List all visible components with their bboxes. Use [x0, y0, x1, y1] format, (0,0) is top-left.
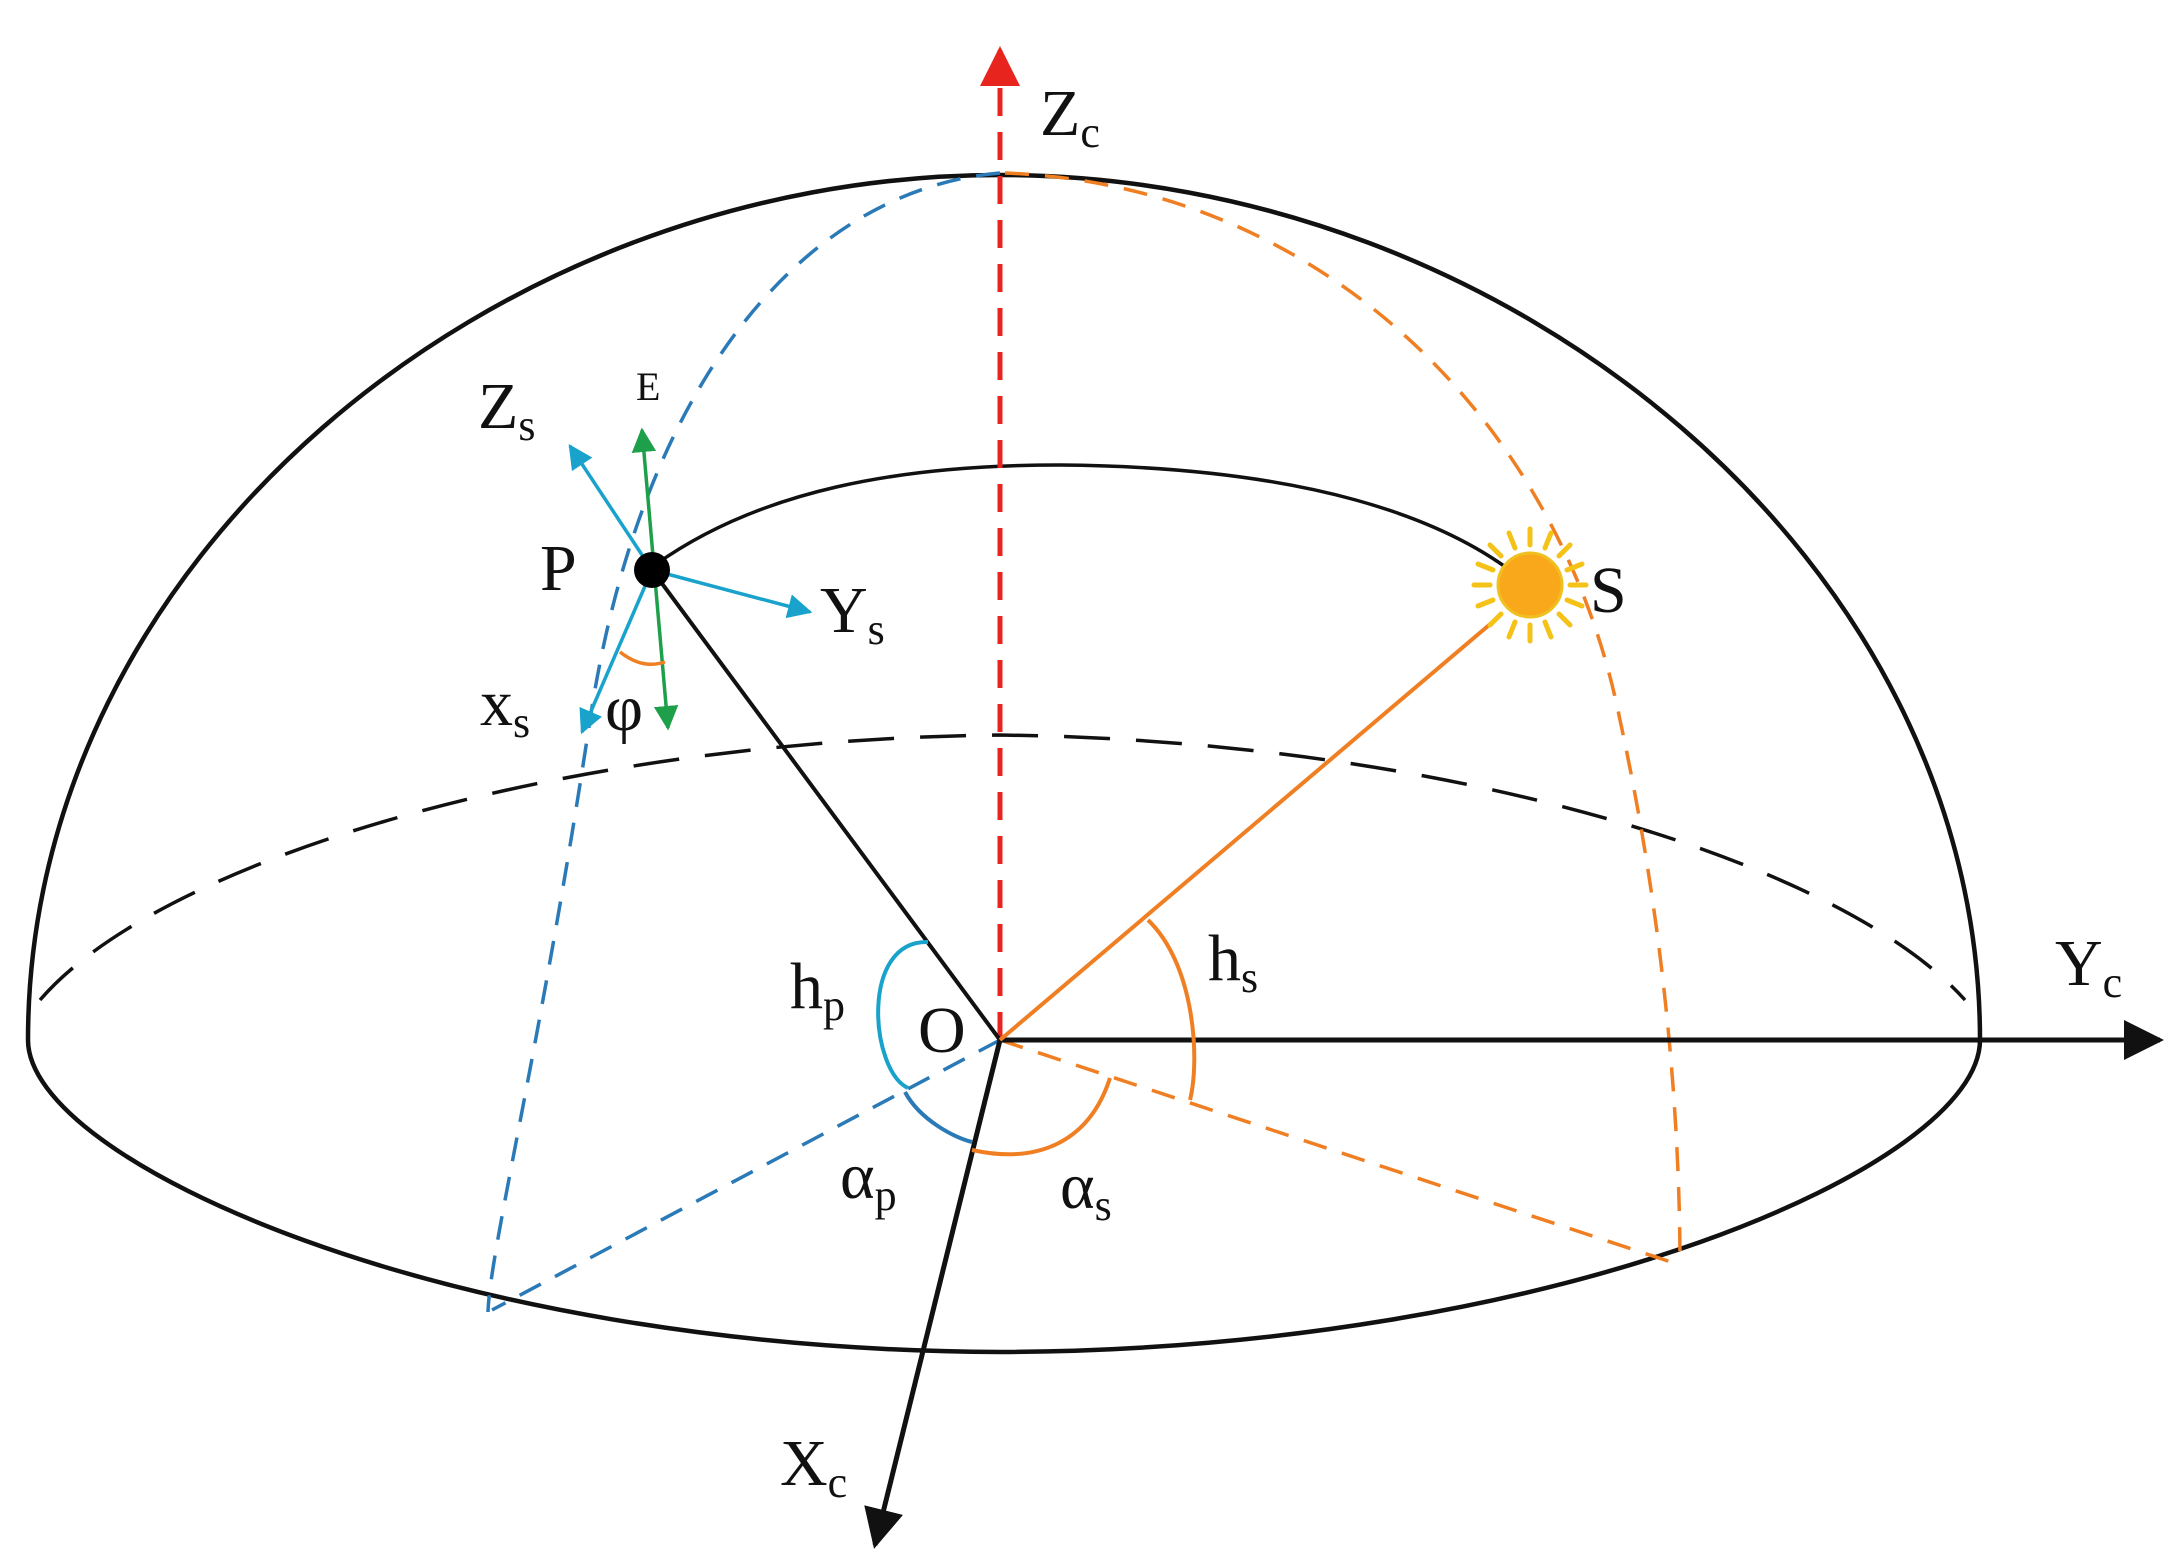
label-yc: Yc	[2055, 927, 2122, 1007]
label-sun-s: S	[1590, 554, 1627, 627]
label-origin: O	[918, 994, 966, 1067]
altitude-circle	[653, 463, 1534, 590]
as-angle-arc	[971, 1077, 1112, 1157]
s-vertical-circle	[1004, 171, 1682, 1266]
label-xs: xs	[480, 667, 530, 747]
equator-back	[38, 733, 1967, 1002]
label-ys: Ys	[820, 574, 885, 654]
label-point-p: P	[540, 532, 577, 605]
label-hs: hs	[1208, 922, 1258, 1002]
hemisphere-dome	[25, 172, 1983, 1041]
label-xc: Xc	[780, 1427, 847, 1507]
s-azimuth-line	[999, 1038, 1681, 1267]
equator-front	[25, 1039, 1983, 1355]
hs-angle-arc	[1146, 918, 1197, 1101]
os-line	[998, 618, 1497, 1042]
label-phi: φ	[605, 672, 643, 745]
sun-icon	[1471, 526, 1589, 644]
x-axis	[864, 1039, 1003, 1549]
op-line	[650, 568, 1002, 1042]
ap-angle-arc	[903, 1091, 973, 1144]
label-hp: hp	[790, 950, 845, 1030]
hp-angle-arc	[876, 939, 929, 1090]
label-as: αs	[1060, 1150, 1112, 1230]
point-p-dot	[634, 552, 670, 588]
label-ap: αp	[840, 1140, 897, 1220]
ys-axis	[651, 568, 813, 619]
label-zs: Zs	[478, 370, 535, 450]
label-e: E	[636, 364, 660, 409]
p-azimuth-line	[491, 1038, 1001, 1312]
zs-axis	[568, 443, 654, 571]
p-vertical-circle	[486, 171, 1001, 1313]
label-zc: Zc	[1040, 77, 1100, 157]
phi-angle-arc	[618, 650, 666, 667]
